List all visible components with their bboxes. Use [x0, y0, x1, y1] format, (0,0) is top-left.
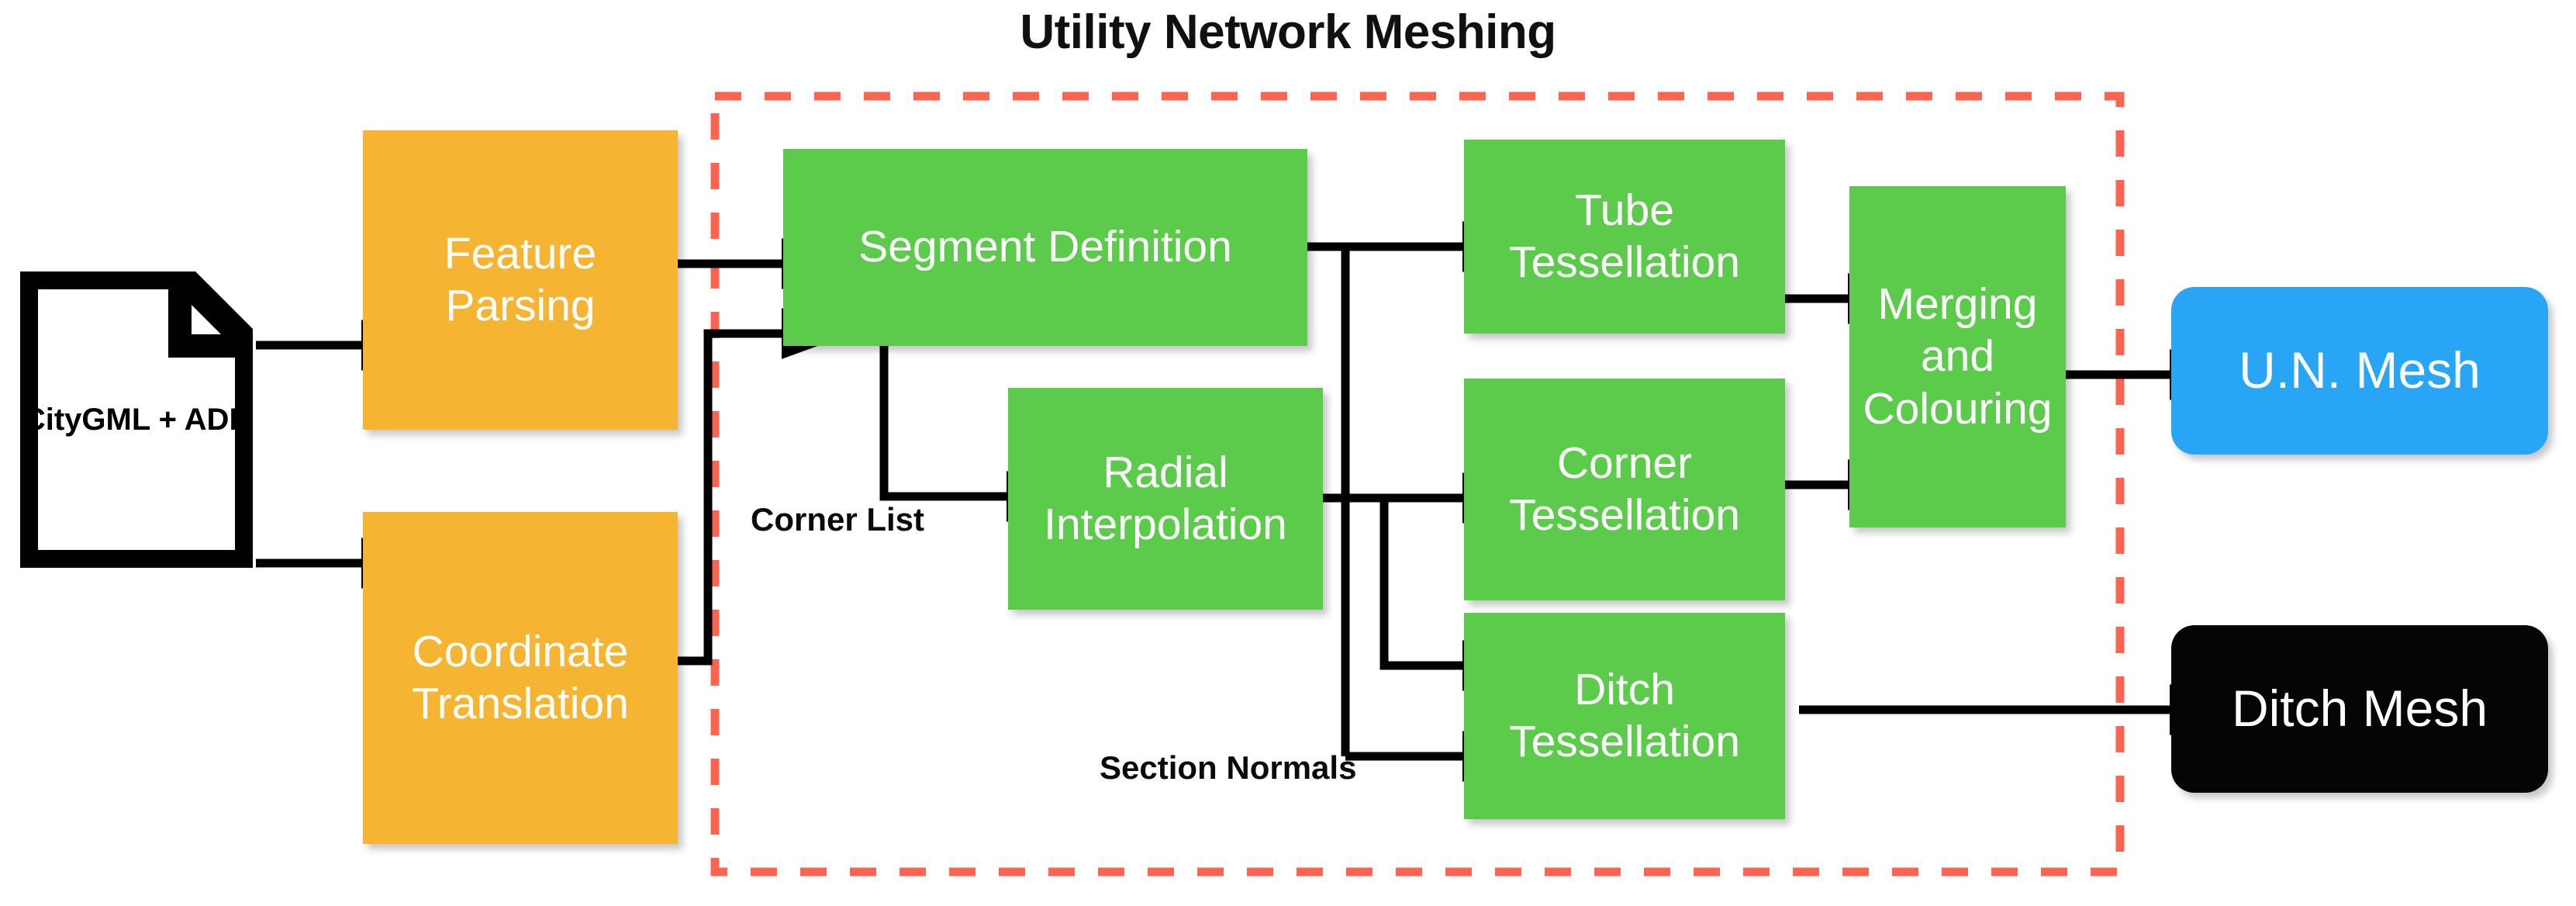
node-ditch-mesh[interactable]: Ditch Mesh	[2171, 625, 2548, 793]
node-coordinate-translation[interactable]: Coordinate Translation	[363, 512, 678, 844]
document-label: CityGML + ADE	[22, 403, 250, 437]
node-segment-definition[interactable]: Segment Definition	[783, 149, 1307, 346]
edge-label-section-normals: Section Normals	[1100, 749, 1357, 786]
citygml-ade-document-icon: CityGML + ADE	[12, 263, 261, 576]
document-icon	[12, 263, 261, 576]
node-corner-tessellation[interactable]: Corner Tessellation	[1464, 379, 1785, 600]
node-merging-and-colouring[interactable]: Merging and Colouring	[1849, 186, 2066, 527]
node-radial-interpolation[interactable]: Radial Interpolation	[1008, 388, 1323, 610]
edge-radial-interpolation-to-ditch-tessellation	[1380, 498, 1532, 691]
edge-coordinate-translation-to-segment-definition	[678, 308, 851, 666]
node-un-mesh[interactable]: U.N. Mesh	[2171, 287, 2548, 455]
node-ditch-tessellation[interactable]: Ditch Tessellation	[1464, 613, 1785, 819]
node-feature-parsing[interactable]: Feature Parsing	[363, 130, 678, 430]
meshing-group-boundary	[710, 92, 2125, 877]
edge-label-corner-list: Corner List	[751, 501, 925, 538]
page-title: Utility Network Meshing	[1020, 5, 1556, 59]
node-tube-tessellation[interactable]: Tube Tessellation	[1464, 140, 1785, 334]
edge-segment-definition-to-radial-interpolation	[879, 341, 1076, 522]
